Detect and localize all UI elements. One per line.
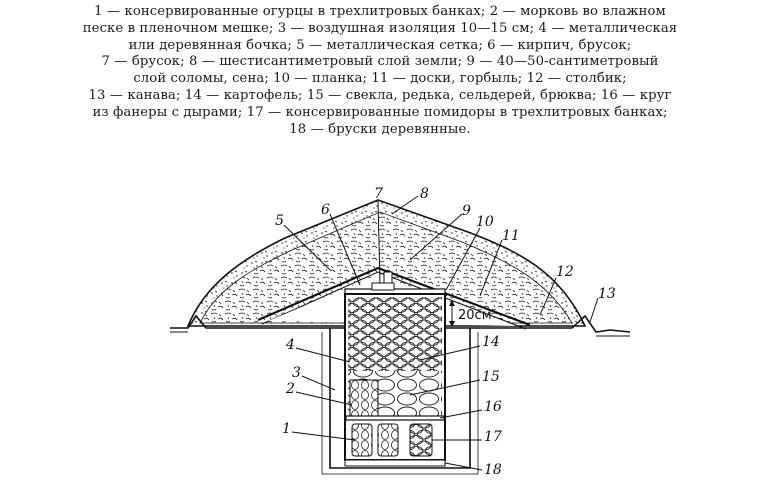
- caption-line: песке в пленочном мешке; 3 — воздушная и…: [82, 20, 678, 36]
- label-13: 13: [598, 286, 616, 302]
- brick: [371, 282, 395, 291]
- label-5: 5: [275, 213, 284, 229]
- label-4: 4: [285, 337, 295, 353]
- dimension-20cm: 20см: [449, 300, 492, 327]
- label-18: 18: [484, 462, 502, 478]
- label-7: 7: [374, 186, 383, 202]
- label-2: 2: [285, 381, 295, 397]
- wooden-bars: [344, 459, 446, 467]
- label-10: 10: [476, 214, 494, 230]
- label-14: 14: [482, 334, 500, 350]
- caption-line: 13 — канава; 14 — картофель; 15 — свекла…: [88, 87, 672, 103]
- caption-line: или деревянная бочка; 5 — металлическая …: [128, 37, 632, 53]
- pit: [321, 293, 479, 475]
- straw-layer: [199, 211, 573, 324]
- label-15: 15: [482, 369, 500, 385]
- caption-line: слой соломы, сена; 10 — планка; 11 — дос…: [133, 71, 627, 87]
- label-17: 17: [484, 429, 502, 445]
- roof-boards: [257, 266, 531, 327]
- label-1: 1: [282, 421, 291, 437]
- carrot-bag: [349, 379, 379, 417]
- post: [383, 271, 393, 285]
- label-6: 6: [321, 202, 330, 218]
- label-11: 11: [502, 228, 520, 244]
- jars: [351, 423, 433, 457]
- label-12: 12: [556, 264, 574, 280]
- caption-line: 18 — бруски деревянные.: [289, 121, 471, 137]
- dimension-label: 20см: [458, 308, 492, 323]
- caption-line: 7 — брусок; 8 — шестисантиметровый слой …: [101, 54, 659, 70]
- potatoes: [348, 297, 442, 371]
- mound: [186, 199, 587, 330]
- part-labels: 1 2 3 4 5 6 7 8 9 10 11 12 13 14 15 16 1…: [275, 186, 616, 478]
- figure-caption: 1 — консервированные огурцы в трехлитров…: [0, 4, 760, 138]
- ground-surface: [170, 314, 631, 337]
- label-3: 3: [292, 365, 301, 381]
- caption-line: из фанеры с дырами; 17 — консервированны…: [92, 104, 668, 120]
- label-9: 9: [462, 203, 471, 219]
- plywood-disk: [345, 415, 445, 421]
- caption-line: 1 — консервированные огурцы в трехлитров…: [94, 4, 666, 19]
- label-16: 16: [484, 399, 502, 415]
- leader-lines: [283, 195, 599, 471]
- label-8: 8: [420, 186, 429, 202]
